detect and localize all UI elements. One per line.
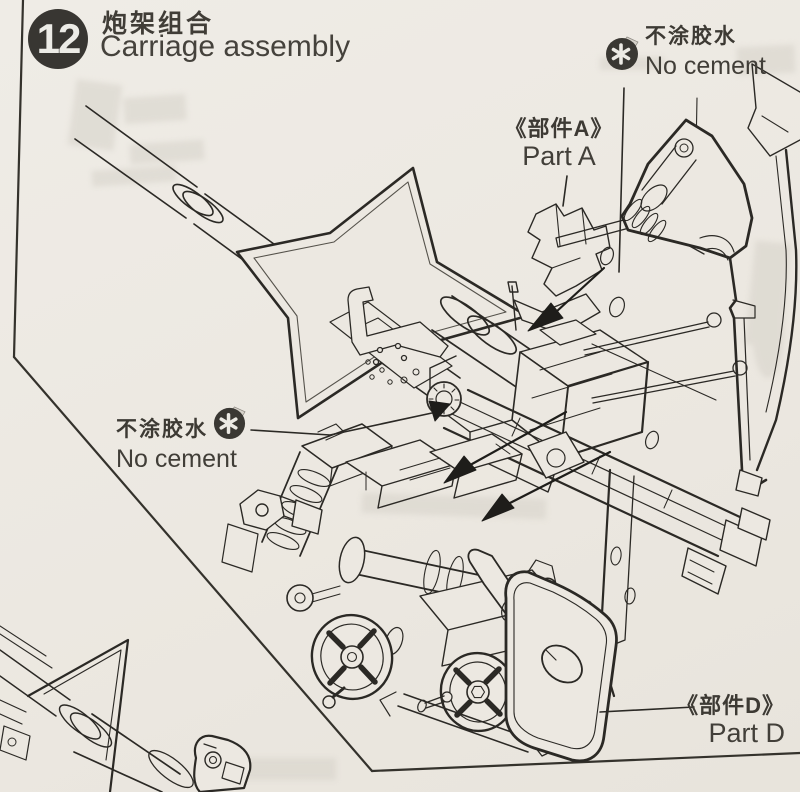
carriage-frame-right bbox=[442, 63, 800, 595]
part-a-label: 《部件A》 Part A bbox=[489, 116, 629, 172]
elevation-gearbox bbox=[345, 433, 523, 509]
shield-bracket bbox=[347, 286, 449, 366]
no-cement-text-en: No cement bbox=[645, 52, 766, 80]
no-cement-note-top: 不涂胶水 No cement bbox=[645, 20, 766, 81]
frame-diagonal-border bbox=[12, 355, 374, 773]
assembly-pins bbox=[583, 312, 748, 404]
hex-bolt bbox=[221, 489, 323, 573]
no-cement-text-zh: 不涂胶水 bbox=[116, 418, 208, 441]
no-cement-text-zh: 不涂胶水 bbox=[645, 25, 737, 48]
step-number-badge: 12 bbox=[28, 9, 88, 69]
assembly-arrows bbox=[428, 266, 612, 522]
leader-no-cement-top bbox=[618, 87, 625, 273]
arrow-carriage-2 bbox=[481, 450, 612, 522]
side-knob bbox=[286, 584, 314, 612]
step-title-chinese: 炮架组合 bbox=[102, 10, 215, 38]
handwheel-left bbox=[310, 613, 404, 709]
cross-shield-plate bbox=[235, 166, 529, 420]
leader-no-cement-side bbox=[250, 412, 433, 436]
no-cement-icon bbox=[604, 35, 640, 71]
leader-lines bbox=[250, 87, 695, 713]
frame-left-border bbox=[12, 0, 25, 359]
step-title-english: Carriage assembly bbox=[100, 30, 351, 63]
part-d-label-zh: 《部件D》 bbox=[676, 693, 785, 718]
handwheel-right bbox=[417, 651, 517, 733]
no-cement-icon bbox=[212, 405, 248, 441]
arrow-carriage-1 bbox=[443, 410, 568, 484]
part-d-label: 《部件D》 Part D bbox=[673, 693, 785, 749]
leader-part-d bbox=[599, 706, 695, 713]
arrow-part-a bbox=[527, 266, 606, 332]
frame-bottom-border bbox=[370, 751, 800, 773]
triangle-cheek bbox=[620, 118, 754, 261]
part-a-label-en: Part A bbox=[522, 141, 596, 172]
bottom-left-assembly bbox=[0, 625, 252, 792]
arrow-no-cement bbox=[428, 400, 451, 422]
step-number: 12 bbox=[36, 15, 82, 62]
recoil-rail bbox=[442, 388, 771, 595]
recuperator-spring bbox=[261, 423, 393, 557]
part-a-bracket bbox=[527, 203, 611, 297]
frame-plate-edge bbox=[591, 63, 800, 472]
page-frame bbox=[12, 0, 800, 773]
no-cement-note-side: 不涂胶水 No cement bbox=[116, 413, 237, 474]
no-cement-text-en: No cement bbox=[116, 445, 237, 473]
lower-carriage-assembly bbox=[221, 423, 636, 763]
part-d-label-en: Part D bbox=[708, 718, 785, 749]
cheek-arm bbox=[728, 256, 768, 497]
part-a-label-zh: 《部件A》 bbox=[504, 116, 614, 141]
part-d-plate bbox=[467, 548, 618, 763]
bottom-bracket bbox=[193, 734, 252, 792]
leader-part-a bbox=[562, 175, 568, 207]
